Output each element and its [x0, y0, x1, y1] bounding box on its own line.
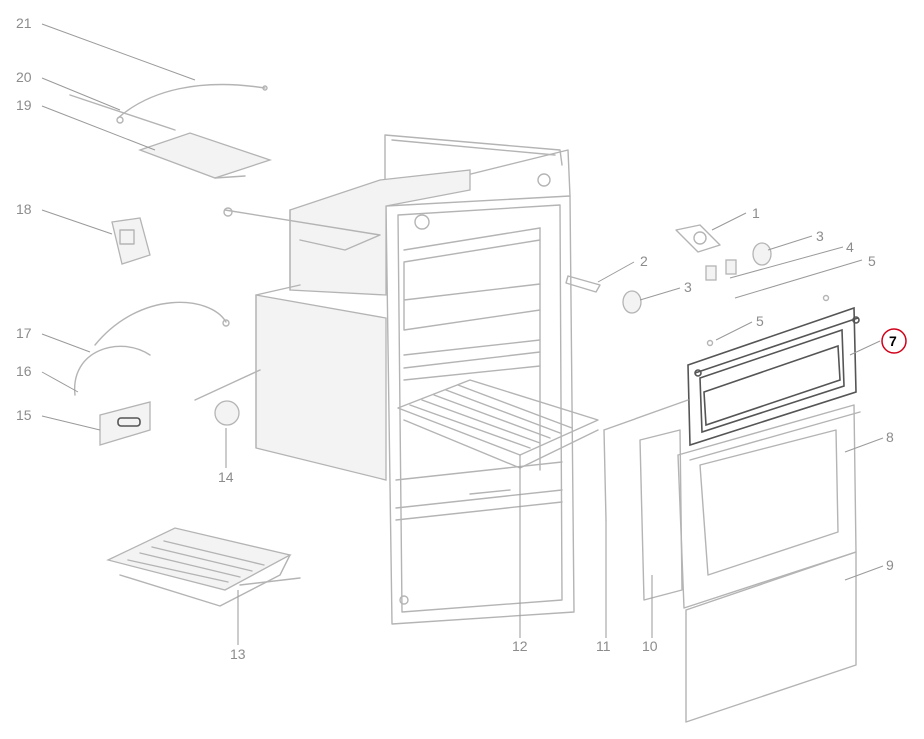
- callout-15: 15: [16, 407, 32, 423]
- part-3-knob-a: [752, 242, 772, 266]
- callout-8: 8: [886, 429, 894, 445]
- part-16-wire: [74, 345, 151, 396]
- callout-12: 12: [512, 638, 528, 654]
- callout-9: 9: [886, 557, 894, 573]
- part-4-switch: [705, 259, 737, 281]
- part-3-knob-b: [622, 290, 642, 314]
- callout-18: 18: [16, 201, 32, 217]
- callout-14: 14: [218, 469, 234, 485]
- heating-element: [223, 207, 381, 251]
- highlight-circle: [881, 328, 907, 354]
- callout-7: 7: [889, 333, 897, 349]
- callout-3b: 3: [684, 279, 692, 295]
- leader-lines: [41, 23, 884, 645]
- oven-body-lower: [255, 284, 387, 481]
- callout-21: 21: [16, 15, 32, 31]
- oven-body-upper: [289, 169, 471, 296]
- callout-2: 2: [640, 253, 648, 269]
- callout-5b: 5: [756, 313, 764, 329]
- part-9-panel: [685, 551, 857, 723]
- part-8-lower-door: [677, 404, 861, 609]
- callout-20: 20: [16, 69, 32, 85]
- part-5-screw-a: [822, 294, 830, 302]
- callout-labels: 1 2 3 3 4 5 5 7 8 9 10 11 12 13 14 15 16…: [16, 15, 907, 662]
- callout-10: 10: [642, 638, 658, 654]
- callout-4: 4: [846, 239, 854, 255]
- oven-rack: [397, 379, 599, 469]
- part-18-switch: [111, 217, 151, 265]
- part-20-sensor: [69, 94, 176, 131]
- callout-16: 16: [16, 363, 32, 379]
- part-21-cable: [117, 83, 268, 119]
- oven-frame: [384, 134, 575, 625]
- callout-1: 1: [752, 205, 760, 221]
- callout-17: 17: [16, 325, 32, 341]
- callout-3a: 3: [816, 228, 824, 244]
- part-1-valve: [675, 224, 721, 253]
- part-19-plate: [138, 132, 273, 179]
- callout-11: 11: [596, 638, 611, 654]
- part-2-igniter: [565, 275, 601, 293]
- part-14-lamp: [194, 369, 261, 426]
- part-11-glass: [603, 399, 689, 521]
- callout-13: 13: [230, 646, 246, 662]
- callout-5a: 5: [868, 253, 876, 269]
- part-7-upper-door: [687, 306, 860, 447]
- callout-19: 19: [16, 97, 32, 113]
- part-17-wire: [94, 301, 230, 346]
- part-13-broiler-pan: [106, 527, 301, 607]
- part-5-screw-b: [706, 339, 714, 347]
- part-15-bracket: [99, 401, 151, 446]
- part-10-glass: [639, 429, 683, 601]
